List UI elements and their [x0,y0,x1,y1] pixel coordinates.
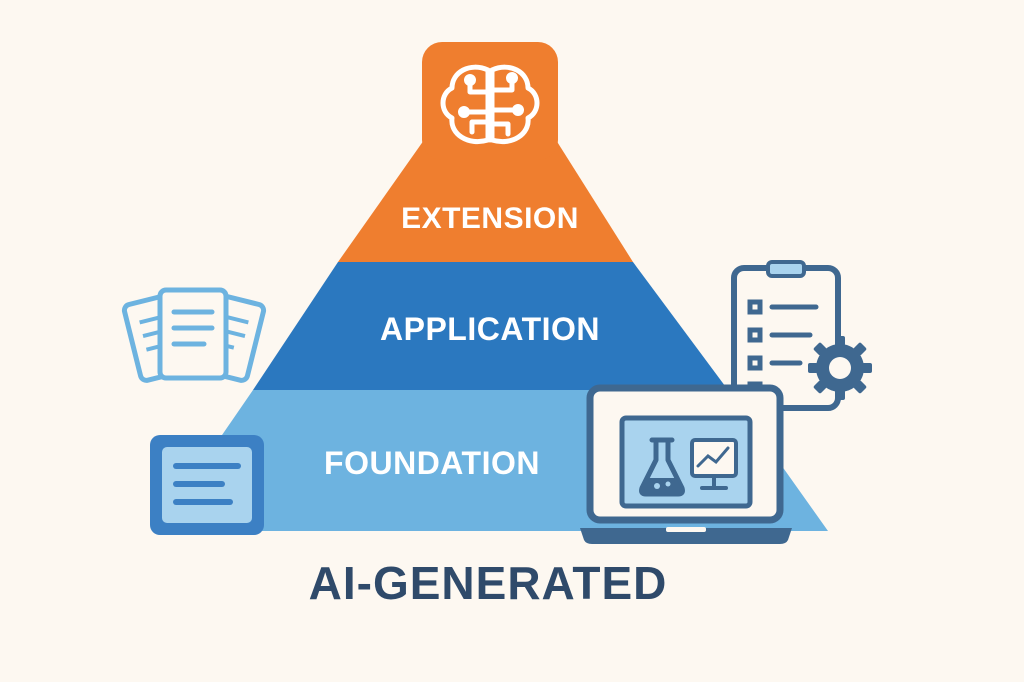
monitor-chart-icon [690,438,738,490]
flask-icon [639,437,685,497]
stacked-documents-icon [121,287,267,383]
tier-label-extension: EXTENSION [401,202,579,235]
tier-label-foundation: FOUNDATION [324,445,540,481]
laptop-lab-icon [580,384,792,544]
diagram-caption: AI-GENERATED [308,557,668,609]
clipboard-gear-icon [731,260,872,411]
tier-application [253,262,728,390]
document-card-icon [150,435,264,535]
brain-circuit-icon [440,64,540,144]
tier-label-application: APPLICATION [380,311,600,347]
